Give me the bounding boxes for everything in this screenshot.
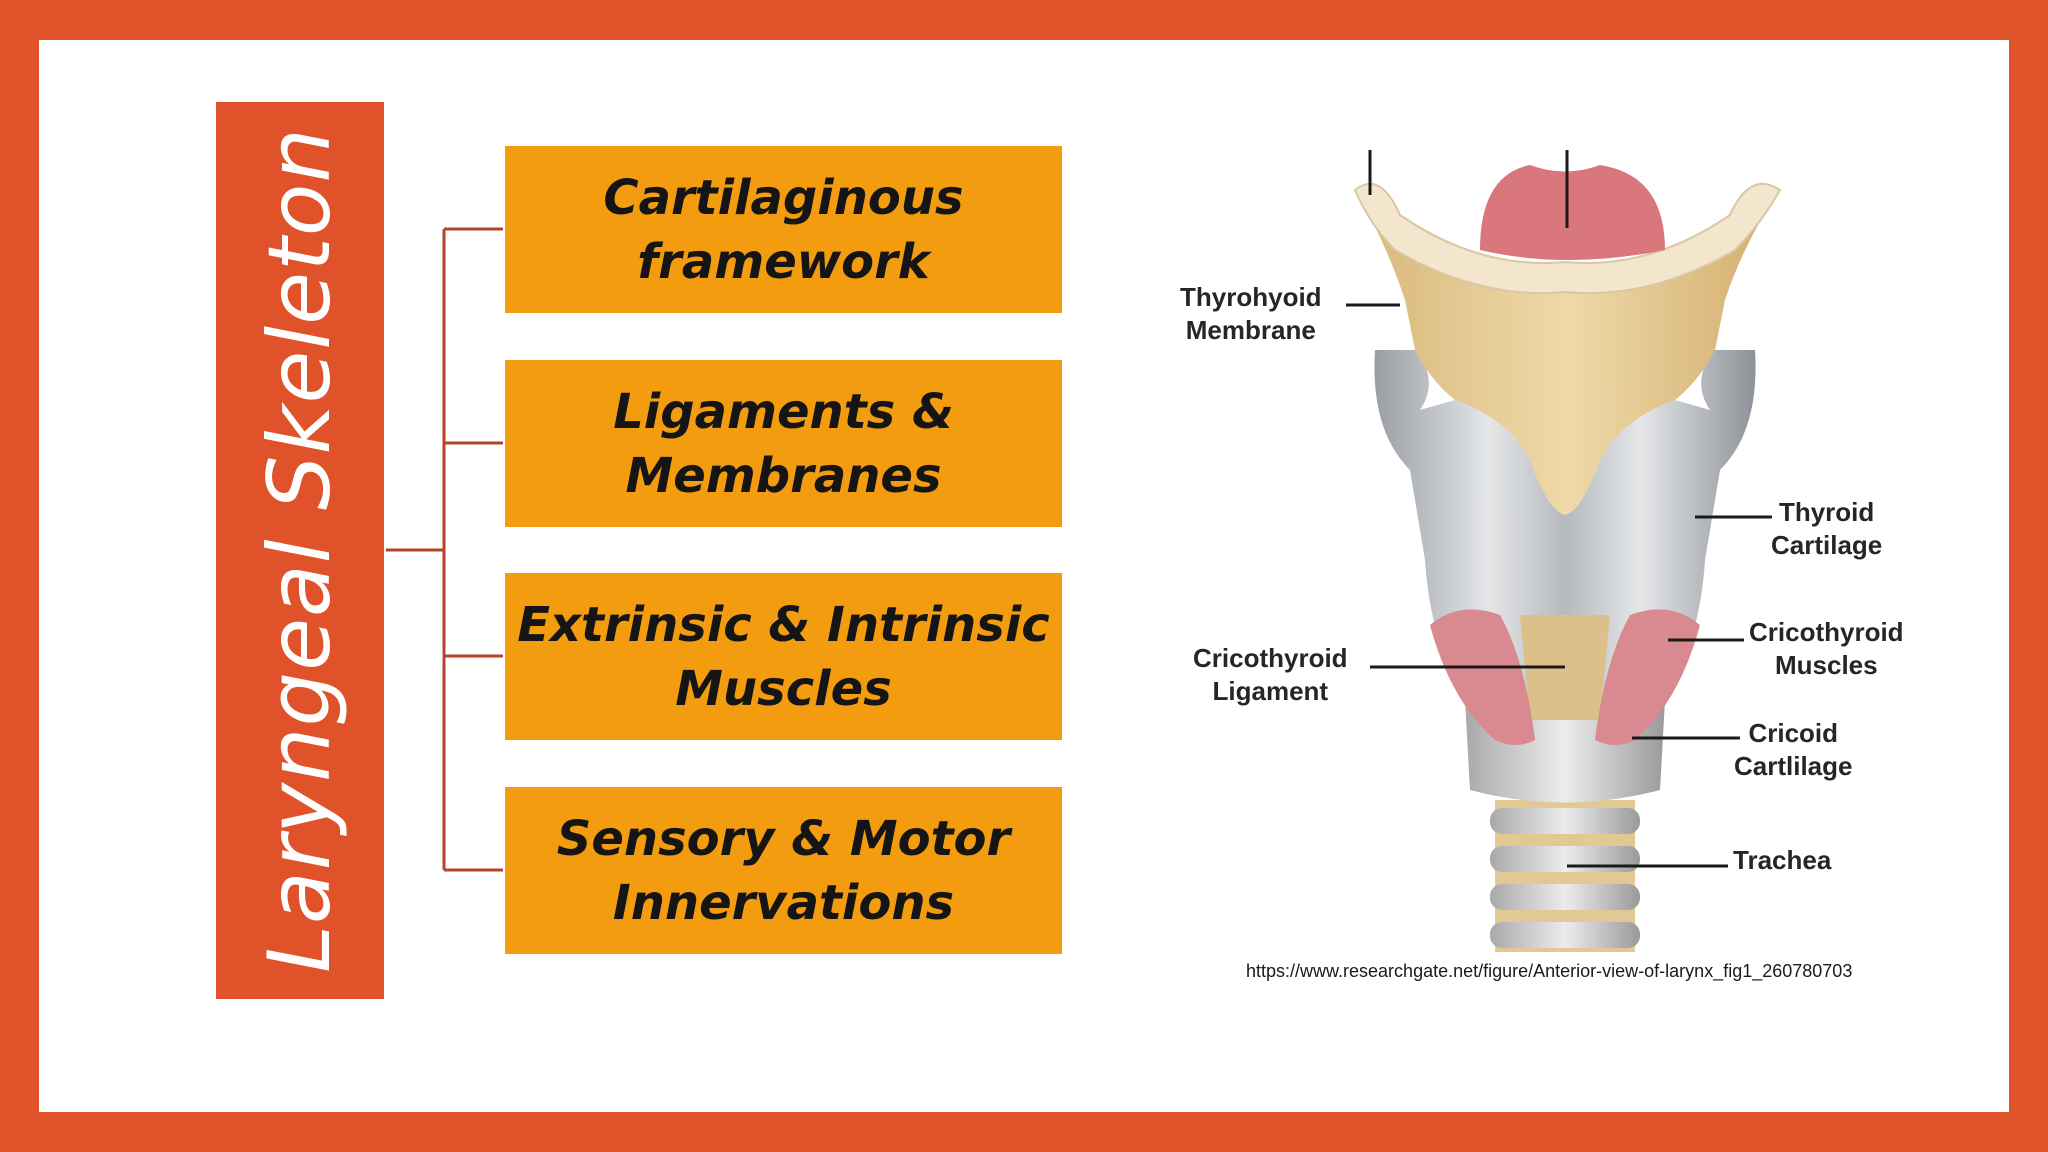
source-url: https://www.researchgate.net/figure/Ante… (1246, 961, 1853, 981)
box-innervations: Sensory & Motor Innervations (505, 787, 1062, 954)
box-line: Sensory & Motor (556, 810, 1011, 867)
label-line: Thyroid (1778, 497, 1875, 527)
label-line: Muscles (1774, 650, 1878, 680)
box-line: Innervations (612, 874, 955, 931)
label-cricothyroid-ligament: Cricothyroid Ligament (1193, 642, 1348, 708)
label-line: Cricothyroid (1749, 617, 1904, 647)
title-bar (216, 102, 384, 999)
label-cricoid-cartilage: Cricoid Cartlilage (1734, 717, 1853, 783)
box-muscles: Extrinsic & Intrinsic Muscles (505, 573, 1062, 740)
label-line: Thyrohyoid (1180, 282, 1322, 312)
box-line: framework (637, 233, 930, 290)
label-line: Cricothyroid (1193, 643, 1348, 673)
box-line: Extrinsic & Intrinsic (517, 596, 1050, 653)
label-line: Cartlilage (1734, 751, 1853, 781)
label-thyrohyoid-membrane: Thyrohyoid Membrane (1180, 281, 1322, 347)
label-trachea: Trachea (1733, 844, 1831, 877)
label-line: Ligament (1212, 676, 1329, 706)
box-line: Cartilaginous (603, 169, 964, 226)
label-line: Cricoid (1748, 718, 1839, 748)
box-line: Membranes (625, 447, 942, 504)
label-cricothyroid-muscles: Cricothyroid Muscles (1749, 616, 1904, 682)
label-thyroid-cartilage: Thyroid Cartilage (1771, 496, 1882, 562)
trachea-shape (1490, 800, 1640, 952)
label-line: Membrane (1185, 315, 1316, 345)
box-line: Ligaments & (613, 383, 954, 440)
label-line: Cartilage (1771, 530, 1883, 560)
box-ligaments-membranes: Ligaments & Membranes (505, 360, 1062, 527)
box-cartilaginous-framework: Cartilaginous framework (505, 146, 1062, 313)
box-line: Muscles (675, 660, 892, 717)
label-line: Trachea (1733, 845, 1832, 875)
